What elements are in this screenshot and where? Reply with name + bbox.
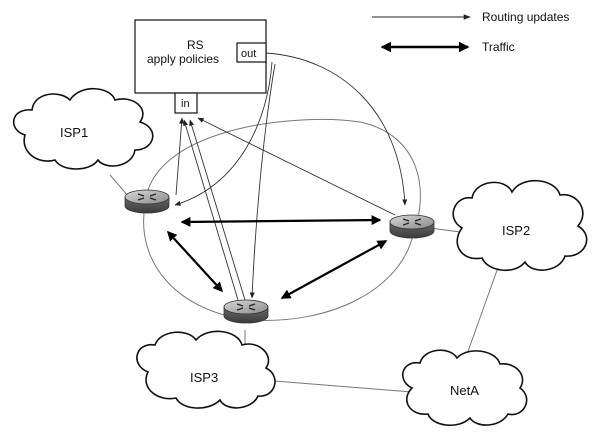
cloud-icon bbox=[13, 87, 154, 170]
routing-updates bbox=[174, 52, 408, 301]
traffic-flows bbox=[166, 215, 388, 299]
traffic-bottom-right bbox=[280, 240, 388, 299]
isp3-cloud: ISP3 bbox=[136, 330, 276, 409]
legend: Routing updates Traffic bbox=[372, 10, 569, 54]
in-port-box bbox=[174, 92, 198, 114]
neta-cloud: NetA bbox=[401, 349, 528, 426]
routing-update-out-to-router-bottom bbox=[249, 63, 276, 299]
traffic-left-bottom bbox=[166, 230, 224, 293]
routing-updates-legend-label: Routing updates bbox=[482, 10, 569, 24]
traffic-left-right bbox=[180, 215, 382, 227]
isp3-neta-link bbox=[261, 379, 413, 393]
neta-label: NetA bbox=[450, 383, 479, 398]
in-port-label: in bbox=[181, 98, 190, 110]
routing-update-out-to-router-right bbox=[265, 52, 408, 206]
route-server: RS apply policies out in bbox=[134, 19, 267, 114]
cloud-icon bbox=[136, 330, 276, 409]
isp3-label: ISP3 bbox=[190, 370, 218, 385]
isp2-cloud: ISP2 bbox=[452, 179, 588, 271]
router-icon bbox=[124, 189, 170, 214]
routing-update-out-to-router-left bbox=[174, 61, 273, 206]
isp2-label: ISP2 bbox=[502, 223, 530, 238]
routing-update-router-bottom-to-in-a bbox=[183, 119, 239, 301]
out-port-label: out bbox=[241, 48, 256, 60]
traffic-legend-label: Traffic bbox=[482, 40, 515, 54]
router-bottom bbox=[223, 299, 269, 324]
router-icon bbox=[223, 299, 269, 324]
routing-update-router-bottom-to-in-b bbox=[189, 119, 246, 301]
router-isp2-link bbox=[429, 227, 461, 233]
out-port-box bbox=[236, 42, 267, 63]
routing-update-router-left-to-in bbox=[175, 117, 185, 196]
cloud-icon bbox=[401, 349, 528, 426]
router-right bbox=[389, 214, 435, 239]
router-icon bbox=[389, 214, 435, 239]
cloud-icon bbox=[452, 179, 588, 271]
isp1-label: ISP1 bbox=[60, 125, 88, 140]
isp2-neta-link bbox=[461, 261, 501, 369]
isp1-cloud: ISP1 bbox=[13, 87, 154, 170]
routing-update-router-right-to-in bbox=[197, 117, 396, 216]
route-server-subtitle: apply policies bbox=[147, 52, 219, 66]
router-left bbox=[124, 189, 170, 214]
route-server-title: RS bbox=[187, 38, 204, 52]
